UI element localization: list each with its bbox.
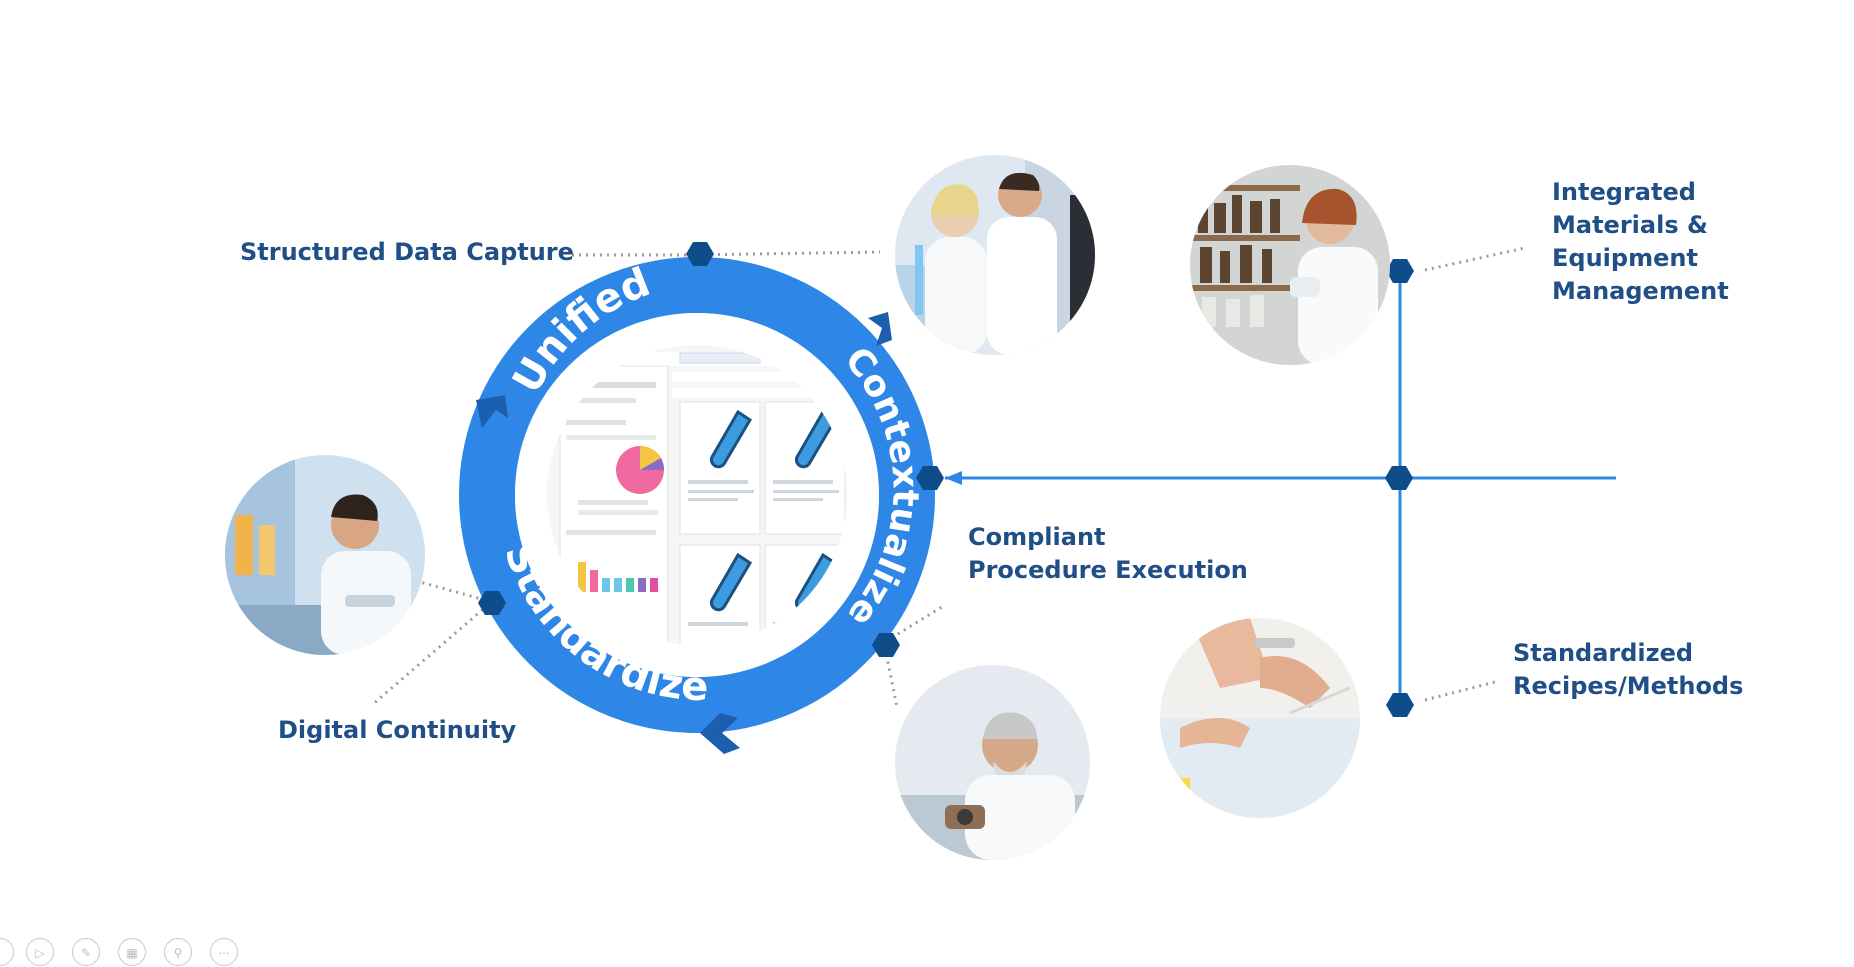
- ring-chevrons: [476, 312, 892, 754]
- chevron-bottom-icon: [700, 713, 740, 754]
- inner-dashboard-image: [547, 345, 847, 645]
- node-contextualized: [916, 466, 944, 490]
- ring-shape: [459, 257, 935, 733]
- arrow-head-icon: [945, 471, 962, 485]
- chevron-top-right-icon: [868, 312, 892, 346]
- slideshow-toolbar: ▷ ✎ ▦ ⚲ ⋯: [0, 938, 260, 966]
- photo-materials-scientist: [1190, 165, 1390, 365]
- photo-lab-researchers: [895, 155, 1095, 355]
- label-standardized-recipes: Standardized Recipes/Methods: [1513, 639, 1744, 700]
- node-structured-data: [686, 242, 714, 266]
- node-junction: [1385, 466, 1413, 490]
- node-integrated: [1386, 259, 1414, 283]
- node-digital-continuity: [478, 591, 506, 615]
- chevron-left-icon: [476, 395, 508, 428]
- pen-icon[interactable]: ✎: [72, 938, 100, 966]
- hexagon-nodes: [478, 242, 1414, 717]
- zoom-icon[interactable]: ⚲: [164, 938, 192, 966]
- photo-senior-scientist: [895, 665, 1090, 860]
- label-structured-data-capture: Structured Data Capture: [240, 238, 574, 266]
- slides-icon[interactable]: ▦: [118, 938, 146, 966]
- more-icon[interactable]: ⋯: [210, 938, 238, 966]
- label-compliant-procedure: Compliant Procedure Execution: [968, 523, 1248, 584]
- photo-technician-lab: [225, 455, 425, 655]
- node-standardized-recipes: [1386, 693, 1414, 717]
- play-icon[interactable]: [0, 938, 14, 966]
- dotted-connectors: [371, 246, 1526, 708]
- play-icon[interactable]: ▷: [26, 938, 54, 966]
- label-integrated-materials: Integrated Materials & Equipment Managem…: [1552, 178, 1729, 305]
- node-compliant: [872, 633, 900, 657]
- label-digital-continuity: Digital Continuity: [278, 716, 517, 744]
- photo-hands-documents: [1160, 618, 1360, 818]
